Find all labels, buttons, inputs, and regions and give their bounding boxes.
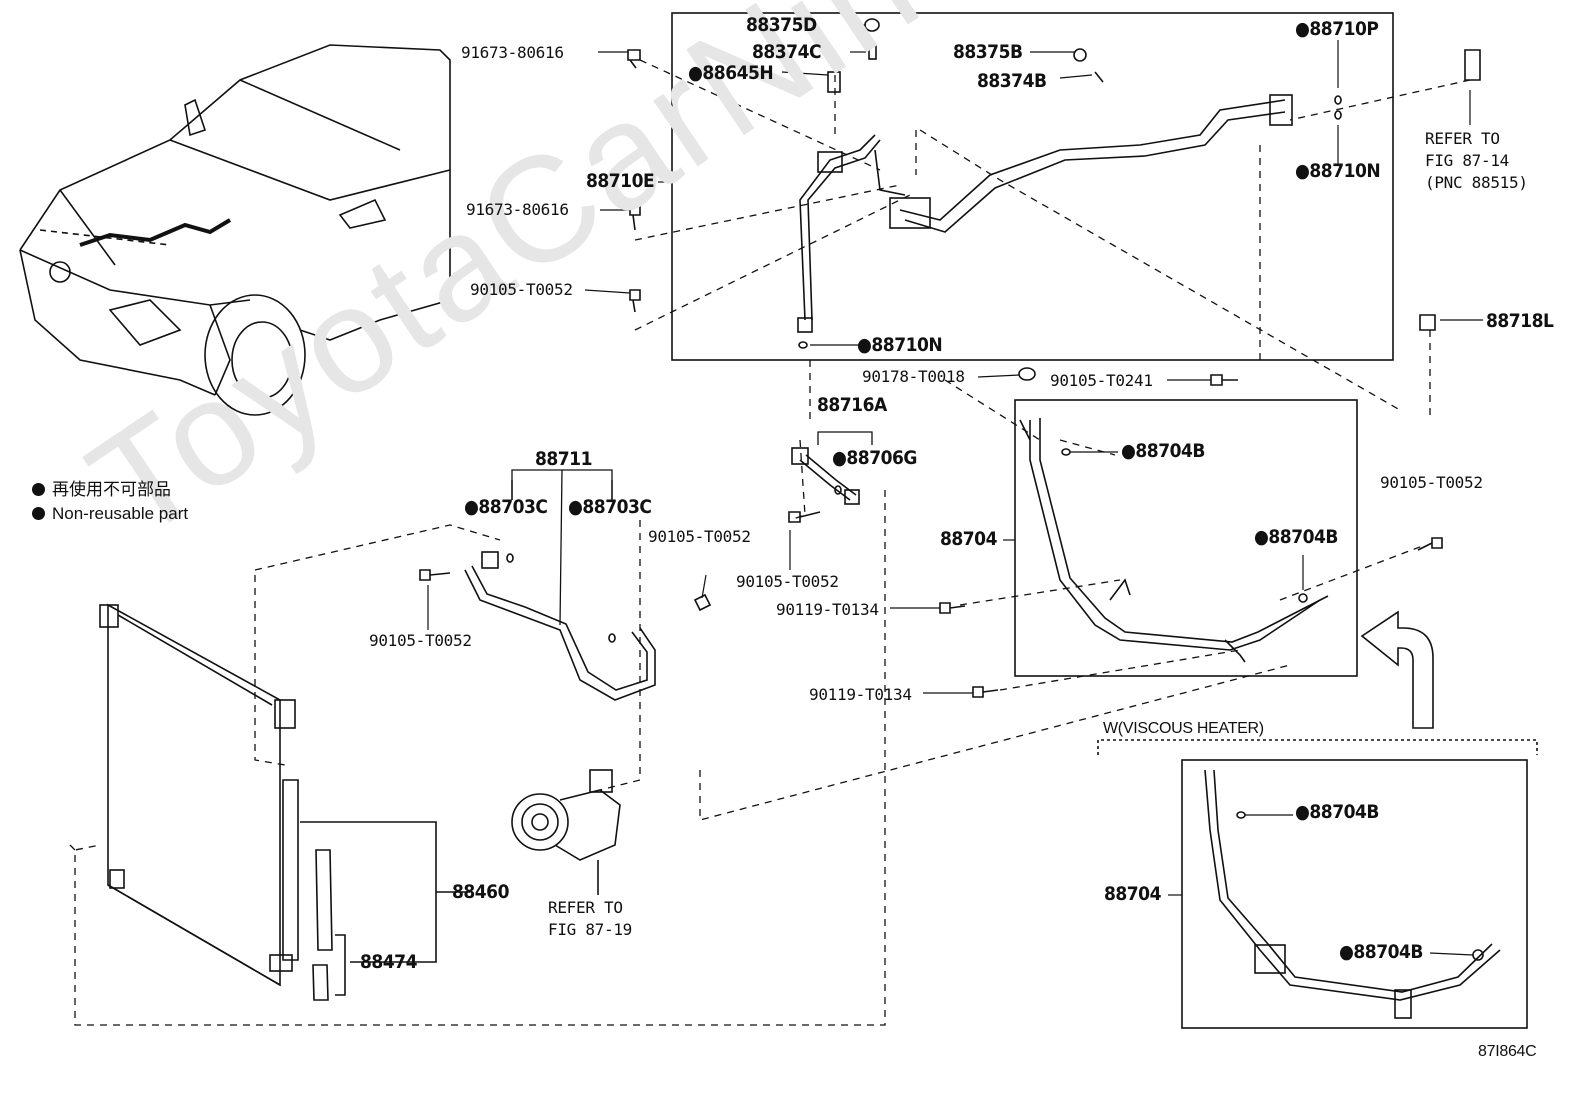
refer-to-fig-87-14[interactable]: FIG 87-14	[1425, 151, 1509, 170]
part-label-90105-T0052-e[interactable]: 90105-T0052	[1380, 473, 1483, 492]
part-label-88703C-1[interactable]: ●88703C	[464, 496, 548, 518]
part-label-88460[interactable]: 88460	[452, 881, 509, 903]
bullet-icon	[32, 507, 45, 520]
arrow-icon	[1360, 610, 1434, 729]
part-label-88704B-1[interactable]: ●88704B	[1121, 440, 1205, 462]
refer-to-line-2: REFER TO	[548, 898, 623, 917]
compressor	[511, 769, 621, 861]
hose-88704	[1019, 418, 1329, 663]
part-label-88710E[interactable]: 88710E	[586, 170, 655, 192]
pipe-88711	[464, 469, 656, 701]
part-label-90105-T0241[interactable]: 90105-T0241	[1050, 371, 1153, 390]
legend-en: Non-reusable part	[32, 502, 188, 525]
part-label-90105-T0052-a[interactable]: 90105-T0052	[470, 280, 573, 299]
part-label-91673-80616-a[interactable]: 91673-80616	[461, 43, 564, 62]
part-label-90105-T0052-c[interactable]: 90105-T0052	[736, 572, 839, 591]
legend-en-text: Non-reusable part	[52, 504, 189, 523]
part-label-88704B-4[interactable]: ●88704B	[1339, 941, 1423, 963]
part-label-90119-T0134-b[interactable]: 90119-T0134	[809, 685, 912, 704]
part-label-88704B-2[interactable]: ●88704B	[1254, 526, 1338, 548]
refer-to-pnc: (PNC 88515)	[1425, 173, 1528, 192]
part-label-88716A[interactable]: 88716A	[817, 394, 887, 416]
condenser-88460	[99, 603, 299, 987]
part-label-88374C[interactable]: 88374C	[752, 41, 822, 63]
figure-code: 87I864C	[1478, 1043, 1537, 1060]
part-label-91673-80616-b[interactable]: 91673-80616	[466, 200, 569, 219]
part-label-88704-viscous[interactable]: 88704	[1104, 883, 1161, 905]
part-label-88711[interactable]: 88711	[535, 448, 592, 470]
part-label-88718L[interactable]: 88718L	[1486, 310, 1554, 332]
part-label-88704B-3[interactable]: ●88704B	[1295, 801, 1379, 823]
part-label-88704[interactable]: 88704	[940, 528, 997, 550]
pipe-assembly-88710E	[797, 94, 1293, 333]
hose-88704-viscous	[1204, 769, 1501, 1019]
bullet-icon	[32, 483, 45, 496]
vehicle-illustration	[19, 44, 451, 416]
hose-detail-box	[1014, 399, 1358, 677]
viscous-detail-box	[1181, 759, 1528, 1029]
part-label-88710P[interactable]: ●88710P	[1295, 18, 1379, 40]
part-label-88645H[interactable]: ●88645H	[688, 62, 774, 84]
part-label-90178-T0018[interactable]: 90178-T0018	[862, 367, 965, 386]
part-label-88374B[interactable]: 88374B	[977, 70, 1047, 92]
part-label-88703C-2[interactable]: ●88703C	[568, 496, 652, 518]
part-label-88706G[interactable]: ●88706G	[832, 447, 917, 469]
part-label-90105-T0052-b[interactable]: 90105-T0052	[648, 527, 751, 546]
part-label-90105-T0052-d[interactable]: 90105-T0052	[369, 631, 472, 650]
viscous-heater-caption: W(VISCOUS HEATER)	[1103, 720, 1264, 737]
part-label-88710N-right[interactable]: ●88710N	[1295, 160, 1381, 182]
legend-jp-text: 再使用不可部品	[52, 480, 171, 499]
part-label-88710N-low[interactable]: ●88710N	[857, 334, 943, 356]
legend-jp: 再使用不可部品	[32, 478, 171, 501]
refer-to-line-1: REFER TO	[1425, 129, 1500, 148]
part-label-88375D[interactable]: 88375D	[746, 14, 817, 36]
upper-detail-box	[671, 12, 1394, 361]
part-label-88375B[interactable]: 88375B	[953, 41, 1023, 63]
bolt-icons	[419, 49, 1481, 698]
refer-to-fig-87-19[interactable]: FIG 87-19	[548, 920, 632, 939]
part-label-90119-T0134-a[interactable]: 90119-T0134	[776, 600, 879, 619]
part-label-88474[interactable]: 88474	[360, 951, 417, 973]
